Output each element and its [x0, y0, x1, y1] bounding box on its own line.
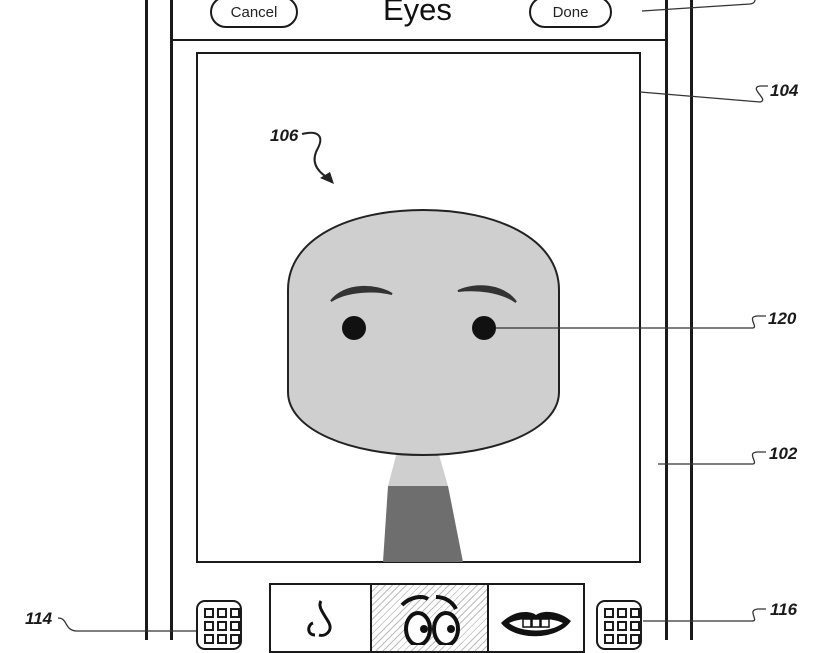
header-divider	[170, 39, 668, 41]
reference-label-102: 102	[769, 444, 798, 463]
feature-item-eyes[interactable]	[370, 585, 487, 651]
grid-icon	[604, 608, 614, 618]
right-grid-button[interactable]	[596, 600, 642, 650]
grid-icon	[204, 608, 214, 618]
feature-item-nose[interactable]	[271, 585, 370, 651]
nose-icon	[306, 600, 331, 637]
cancel-button[interactable]: Cancel	[210, 0, 298, 28]
right-eyebrow-icon	[457, 285, 517, 303]
reference-label-120: 120	[768, 309, 797, 328]
page-title: Eyes	[383, 0, 452, 27]
device-inner-right-edge	[665, 0, 668, 640]
reference-label-104: 104	[770, 81, 799, 100]
mouth-icon	[501, 611, 571, 637]
device-outer-left-edge	[145, 0, 148, 640]
feature-item-mouth[interactable]	[487, 585, 583, 651]
device-inner-left-edge	[170, 0, 173, 640]
eyes-icon	[400, 595, 460, 645]
feature-selector-strip	[269, 583, 585, 653]
device-outer-right-edge	[690, 0, 693, 640]
right-eye-icon	[472, 316, 496, 340]
reference-label-116: 116	[770, 600, 798, 619]
avatar-torso	[383, 486, 463, 562]
avatar-neck	[388, 448, 448, 486]
reference-label-114: 114	[25, 609, 53, 628]
avatar-face	[287, 208, 560, 457]
left-eyebrow-icon	[330, 285, 393, 302]
reference-label-106: 106	[270, 126, 299, 145]
left-eye-icon	[342, 316, 366, 340]
done-button[interactable]: Done	[529, 0, 612, 28]
left-grid-button[interactable]	[196, 600, 242, 650]
